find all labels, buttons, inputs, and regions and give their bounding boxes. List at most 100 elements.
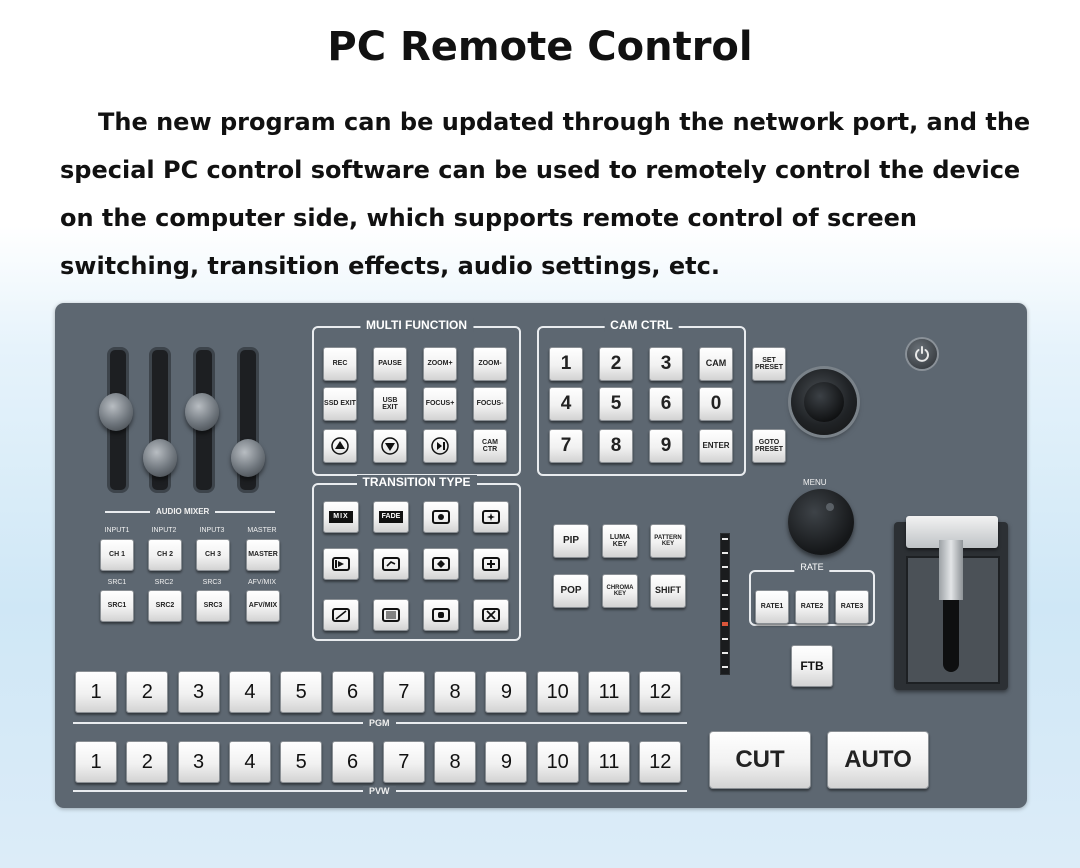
cam-ctr-button[interactable]: CAM CTR [473, 429, 507, 463]
fader-knob-4[interactable] [231, 438, 265, 477]
rate1-button[interactable]: RATE1 [755, 590, 789, 624]
power-button[interactable] [907, 339, 937, 369]
meter-seg [722, 552, 728, 554]
src3-button[interactable]: SRC3 [196, 590, 230, 622]
pgm-key-11[interactable]: 11 [588, 671, 630, 713]
rate2-button[interactable]: RATE2 [795, 590, 829, 624]
fader-knob-2[interactable] [143, 438, 177, 477]
x-wipe-button[interactable] [473, 599, 509, 631]
ch1-button[interactable]: CH 1 [100, 539, 134, 571]
pgm-key-9[interactable]: 9 [485, 671, 528, 713]
pvw-key-10[interactable]: 10 [536, 741, 579, 783]
cam-key-5[interactable]: 5 [599, 387, 633, 421]
cam-key-7[interactable]: 7 [549, 429, 583, 463]
enter-button[interactable]: ENTER [699, 429, 733, 463]
afv-mix-button[interactable]: AFV/MIX [246, 590, 280, 622]
square-wipe-button[interactable] [423, 599, 459, 631]
up-triangle-icon [331, 437, 349, 455]
chroma-key-button[interactable]: CHROMA KEY [602, 574, 638, 608]
t-bar-icon[interactable] [894, 516, 1008, 690]
focus-minus-button[interactable]: FOCUS- [473, 387, 507, 421]
pvw-key-2[interactable]: 2 [126, 741, 169, 783]
menu-knob-icon[interactable] [788, 489, 854, 555]
pause-button[interactable]: PAUSE [373, 347, 407, 381]
cam-key-9[interactable]: 9 [649, 429, 683, 463]
goto-preset-button[interactable]: GOTO PRESET [752, 429, 786, 463]
src2-button[interactable]: SRC2 [148, 590, 182, 622]
pvw-key-6[interactable]: 6 [331, 741, 374, 783]
diamond-wipe-button[interactable] [423, 548, 459, 580]
pgm-key-8[interactable]: 8 [434, 671, 477, 713]
pvw-key-5[interactable]: 5 [280, 741, 323, 783]
swap-button[interactable] [373, 548, 409, 580]
ch2-button[interactable]: CH 2 [148, 539, 182, 571]
cam-key-1[interactable]: 1 [549, 347, 583, 381]
cam-key-3[interactable]: 3 [649, 347, 683, 381]
joystick-icon[interactable] [791, 369, 857, 435]
set-preset-button[interactable]: SET PRESET [752, 347, 786, 381]
src1-button[interactable]: SRC1 [100, 590, 134, 622]
cut-button[interactable]: CUT [709, 731, 811, 789]
push-right-button[interactable] [323, 548, 359, 580]
star-wipe-button[interactable] [473, 501, 509, 533]
pgm-key-6[interactable]: 6 [331, 671, 374, 713]
input-label-1: INPUT1 [104, 527, 130, 534]
luma-key-button[interactable]: LUMA KEY [602, 524, 638, 558]
ch3-button[interactable]: CH 3 [196, 539, 230, 571]
pgm-key-2[interactable]: 2 [126, 671, 169, 713]
tally-meter-icon [720, 533, 730, 675]
pvw-key-1[interactable]: 1 [75, 741, 117, 783]
blinds-icon [382, 608, 400, 622]
rec-button[interactable]: REC [323, 347, 357, 381]
pop-button[interactable]: POP [553, 574, 589, 608]
up-button[interactable] [323, 429, 357, 463]
meter-seg [722, 652, 728, 654]
usb-exit-button[interactable]: USB EXIT [373, 387, 407, 421]
pgm-key-10[interactable]: 10 [536, 671, 579, 713]
pvw-key-11[interactable]: 11 [588, 741, 630, 783]
cam-key-2[interactable]: 2 [599, 347, 633, 381]
focus-plus-button[interactable]: FOCUS+ [423, 387, 457, 421]
fader-knob-1[interactable] [99, 392, 133, 431]
fader-knob-3[interactable] [185, 392, 219, 431]
zoom-in-button[interactable]: ZOOM+ [423, 347, 457, 381]
diamond-wipe-icon [432, 557, 450, 571]
cam-key-0[interactable]: 0 [699, 387, 733, 421]
pip-button[interactable]: PIP [553, 524, 589, 558]
cam-button[interactable]: CAM [699, 347, 733, 381]
pvw-key-9[interactable]: 9 [485, 741, 528, 783]
description-text: The new program can be updated through t… [60, 108, 1031, 280]
cam-key-8[interactable]: 8 [599, 429, 633, 463]
cross-wipe-button[interactable] [473, 548, 509, 580]
pgm-key-5[interactable]: 5 [280, 671, 323, 713]
ssd-exit-button[interactable]: SSD EXIT [323, 387, 357, 421]
mix-button[interactable]: MIX [323, 501, 359, 533]
cam-key-6[interactable]: 6 [649, 387, 683, 421]
shift-button[interactable]: SHIFT [650, 574, 686, 608]
diagonal-wipe-button[interactable] [323, 599, 359, 631]
pgm-key-12[interactable]: 12 [639, 671, 682, 713]
down-button[interactable] [373, 429, 407, 463]
zoom-out-button[interactable]: ZOOM- [473, 347, 507, 381]
rate3-button[interactable]: RATE3 [835, 590, 869, 624]
pattern-key-button[interactable]: PATTERN KEY [650, 524, 686, 558]
play-pause-icon [431, 437, 449, 455]
pvw-key-12[interactable]: 12 [639, 741, 682, 783]
pvw-key-7[interactable]: 7 [382, 741, 425, 783]
auto-button[interactable]: AUTO [827, 731, 929, 789]
pgm-key-1[interactable]: 1 [75, 671, 117, 713]
pgm-key-3[interactable]: 3 [177, 671, 220, 713]
blinds-button[interactable] [373, 599, 409, 631]
play-pause-button[interactable] [423, 429, 457, 463]
circle-wipe-button[interactable] [423, 501, 459, 533]
master-button[interactable]: MASTER [246, 539, 280, 571]
meter-seg [722, 622, 728, 626]
ftb-button[interactable]: FTB [791, 645, 833, 687]
pvw-key-3[interactable]: 3 [177, 741, 220, 783]
pvw-key-4[interactable]: 4 [228, 741, 271, 783]
cam-key-4[interactable]: 4 [549, 387, 583, 421]
pgm-key-4[interactable]: 4 [228, 671, 271, 713]
pgm-key-7[interactable]: 7 [382, 671, 425, 713]
pvw-key-8[interactable]: 8 [434, 741, 477, 783]
fade-button[interactable]: FADE [373, 501, 409, 533]
